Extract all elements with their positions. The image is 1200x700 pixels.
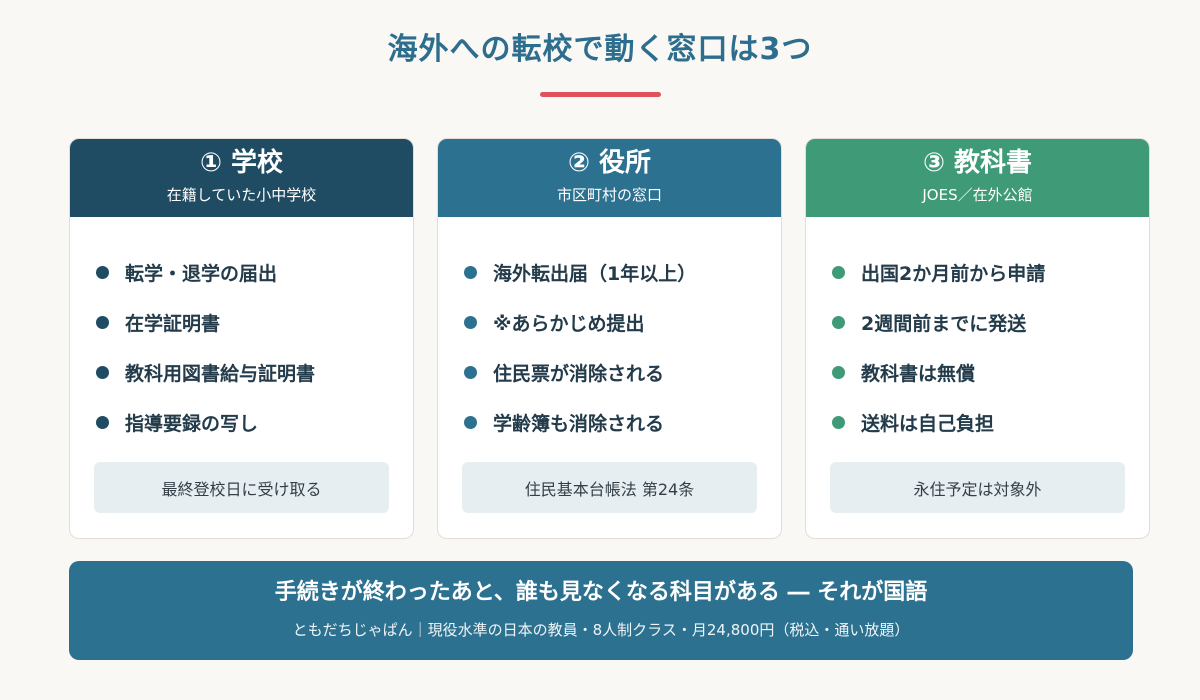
list-item-label: 学齢簿も消除される bbox=[493, 412, 665, 435]
bullet-icon bbox=[832, 415, 845, 429]
list-item-label: 指導要録の写し bbox=[125, 412, 259, 435]
list-item: 2週間前までに発送 bbox=[832, 297, 1149, 347]
card-item-list: 転学・退学の届出 在学証明書 教科用図書給与証明書 指導要録の写し bbox=[70, 217, 413, 447]
list-item: 教科書は無償 bbox=[832, 347, 1149, 397]
card-note: 住民基本台帳法 第24条 bbox=[462, 462, 757, 513]
list-item-label: ※あらかじめ提出 bbox=[493, 312, 645, 335]
card-item-list: 出国2か月前から申請 2週間前までに発送 教科書は無償 送料は自己負担 bbox=[806, 217, 1149, 447]
card-note: 永住予定は対象外 bbox=[830, 462, 1125, 513]
list-item-label: 海外転出届（1年以上） bbox=[493, 262, 697, 285]
footer-headline: 手続きが終わったあと、誰も見なくなる科目がある ― それが国語 bbox=[274, 580, 928, 605]
list-item-label: 在学証明書 bbox=[125, 312, 221, 335]
list-item: 指導要録の写し bbox=[96, 397, 413, 447]
list-item: 学齢簿も消除される bbox=[464, 397, 781, 447]
card-textbooks: ③ 教科書 JOES／在外公館 出国2か月前から申請 2週間前までに発送 教科書… bbox=[805, 138, 1150, 539]
title-underline bbox=[540, 92, 661, 97]
list-item: 在学証明書 bbox=[96, 297, 413, 347]
bullet-icon bbox=[464, 415, 477, 429]
list-item: 出国2か月前から申請 bbox=[832, 247, 1149, 297]
card-item-list: 海外転出届（1年以上） ※あらかじめ提出 住民票が消除される 学齢簿も消除される bbox=[438, 217, 781, 447]
card-title: ③ 教科書 bbox=[922, 148, 1033, 178]
card-subtitle: JOES／在外公館 bbox=[922, 186, 1033, 204]
card-note: 最終登校日に受け取る bbox=[94, 462, 389, 513]
bullet-icon bbox=[832, 315, 845, 329]
bullet-icon bbox=[96, 315, 109, 329]
list-item: 住民票が消除される bbox=[464, 347, 781, 397]
card-title: ② 役所 bbox=[567, 148, 652, 178]
bullet-icon bbox=[464, 365, 477, 379]
bullet-icon bbox=[96, 415, 109, 429]
footer-tagline: ともだちじゃぱん｜現役水準の日本の教員・8人制クラス・月24,800円（税込・通… bbox=[292, 621, 910, 639]
list-item: ※あらかじめ提出 bbox=[464, 297, 781, 347]
card-city-office: ② 役所 市区町村の窓口 海外転出届（1年以上） ※あらかじめ提出 住民票が消除… bbox=[437, 138, 782, 539]
card-subtitle: 在籍していた小中学校 bbox=[166, 186, 317, 204]
page-title: 海外への転校で動く窓口は3つ bbox=[387, 32, 813, 67]
card-header: ① 学校 在籍していた小中学校 bbox=[70, 139, 413, 217]
bullet-icon bbox=[832, 265, 845, 279]
list-item-label: 教科用図書給与証明書 bbox=[125, 362, 316, 385]
card-subtitle: 市区町村の窓口 bbox=[556, 186, 662, 204]
list-item-label: 出国2か月前から申請 bbox=[861, 262, 1046, 285]
card-school: ① 学校 在籍していた小中学校 転学・退学の届出 在学証明書 教科用図書給与証明… bbox=[69, 138, 414, 539]
footer-banner: 手続きが終わったあと、誰も見なくなる科目がある ― それが国語 ともだちじゃぱん… bbox=[69, 561, 1133, 660]
bullet-icon bbox=[96, 365, 109, 379]
bullet-icon bbox=[464, 315, 477, 329]
list-item: 送料は自己負担 bbox=[832, 397, 1149, 447]
bullet-icon bbox=[832, 365, 845, 379]
card-header: ② 役所 市区町村の窓口 bbox=[438, 139, 781, 217]
list-item: 転学・退学の届出 bbox=[96, 247, 413, 297]
card-header: ③ 教科書 JOES／在外公館 bbox=[806, 139, 1149, 217]
bullet-icon bbox=[96, 265, 109, 279]
card-title: ① 学校 bbox=[199, 148, 284, 178]
list-item: 教科用図書給与証明書 bbox=[96, 347, 413, 397]
list-item-label: 送料は自己負担 bbox=[861, 412, 995, 435]
list-item-label: 住民票が消除される bbox=[493, 362, 665, 385]
list-item: 海外転出届（1年以上） bbox=[464, 247, 781, 297]
list-item-label: 2週間前までに発送 bbox=[861, 312, 1027, 335]
list-item-label: 転学・退学の届出 bbox=[125, 262, 278, 285]
list-item-label: 教科書は無償 bbox=[861, 362, 976, 385]
bullet-icon bbox=[464, 265, 477, 279]
